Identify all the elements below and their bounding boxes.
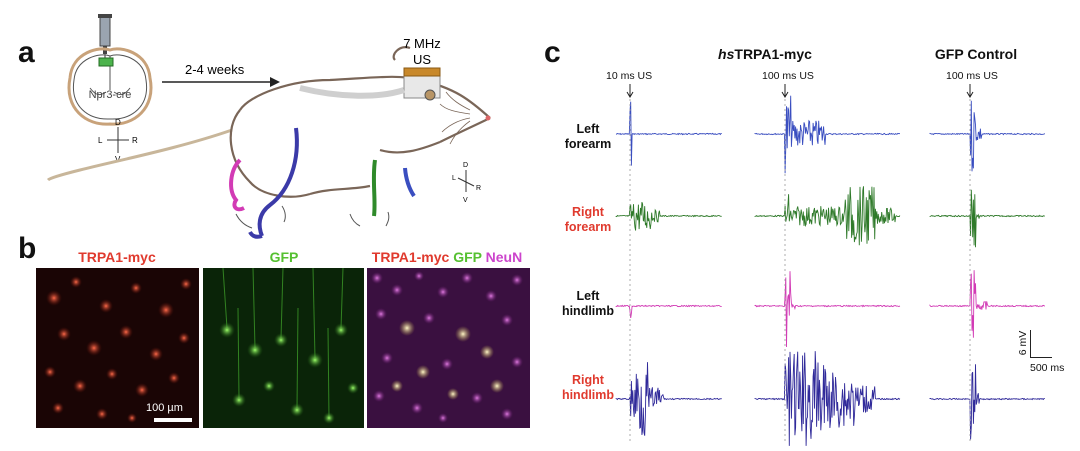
svg-text:R: R [132,136,138,145]
panel-c-letter: c [544,36,561,69]
right-hindlimb [257,127,299,237]
left-hindlimb [229,158,245,212]
stim-label-1: 10 ms US [606,70,653,82]
emg-trace [615,362,722,436]
arrow-label: 2-4 weeks [185,62,245,77]
us-label: US [413,52,431,67]
micrograph-gfp [203,268,364,428]
left-forearm [403,167,416,198]
emg-trace [929,364,1045,440]
panel-a-letter: a [18,36,35,69]
emg-scale-horizontal [1030,357,1052,358]
emg-scale-vertical [1030,330,1031,358]
emg-trace [929,270,1046,338]
image3-label: TRPA1-myc GFP NeuN [371,249,523,265]
micrograph-merge [367,268,530,428]
stim-label-2: 100 ms US [762,70,814,82]
stimulus-arrow-icon [626,84,634,98]
us-frequency-label: 7 MHz [403,36,441,51]
stimulus-arrow-icon [781,84,789,98]
emg-trace [754,271,901,348]
brain-label: Npr3-cre [89,89,132,101]
emg-trace [615,101,722,166]
svg-text:D: D [463,162,468,169]
emg-trace [754,186,901,246]
svg-text:D: D [115,118,121,127]
scale-bar-label: 100 µm [146,402,183,414]
emg-trace [754,351,901,446]
emg-trace [929,100,1046,172]
svg-text:V: V [463,197,468,204]
right-forearm [371,159,377,217]
stim-label-3: 100 ms US [946,70,998,82]
group2-title: GFP Control [934,46,1018,62]
emg-scale-x-label: 500 ms [1030,362,1065,374]
panel-a-illustration: Npr3-cre D L R V 2-4 weeks 7 MHz US [46,14,491,239]
scale-bar [154,418,192,422]
svg-text:R: R [476,185,481,192]
emg-trace [754,95,901,174]
micrograph-trpa1 [36,268,199,428]
emg-trace [929,189,1045,248]
emg-trace [615,304,722,318]
brain-section-diagram [67,47,153,126]
mouse-body-outline [229,46,491,198]
svg-text:L: L [98,136,103,145]
stimulus-arrow-icon [966,84,974,98]
mouse-tail [46,128,233,182]
axes-cross-right [457,170,475,192]
emg-scale-y-label: 6 mV [1017,330,1029,356]
image2-label: GFP [269,249,299,265]
image1-label: TRPA1-myc [78,249,156,265]
svg-text:L: L [452,175,456,182]
panel-b-letter: b [18,232,37,265]
group1-title: hsTRPA1-myc [718,46,812,62]
emg-traces [615,84,1046,446]
emg-trace [615,201,722,231]
axes-cross-left [107,127,129,153]
